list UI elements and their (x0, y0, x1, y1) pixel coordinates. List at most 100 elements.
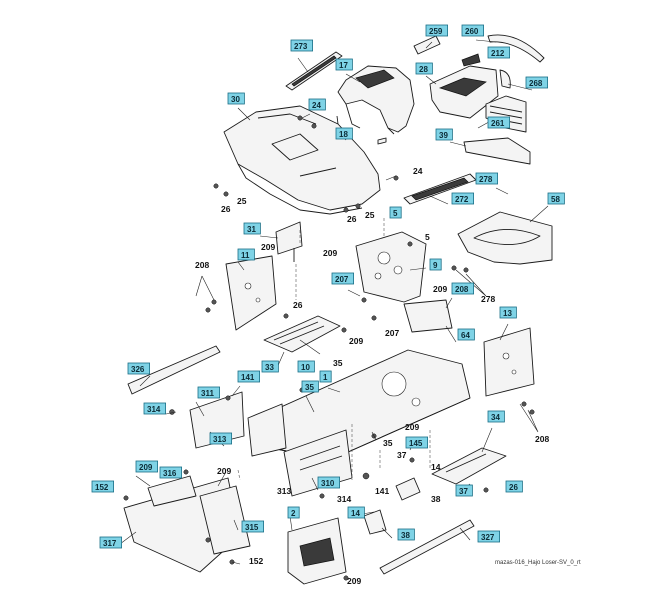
callout-c315: 315 (241, 520, 265, 533)
callout-number: 278 (481, 294, 495, 304)
callout-box (487, 116, 511, 129)
callout-c26b: 26 (347, 214, 357, 224)
callout-box (287, 506, 300, 519)
callout-c10: 10 (297, 360, 315, 373)
callout-number: 272 (455, 195, 469, 204)
callout-number: 38 (401, 531, 410, 540)
callout-c311: 311 (197, 386, 221, 399)
callout-c208b: 208 (451, 282, 475, 295)
callout-number: 30 (231, 95, 240, 104)
callout-number: 26 (509, 483, 518, 492)
part-rear-bracket (463, 137, 531, 165)
drawing-reference-label: mazas-016_Hajo Loser-SV_0_rt (495, 560, 581, 566)
callout-c278b: 278 (481, 294, 495, 304)
callout-number: 259 (429, 27, 443, 36)
callout-number: 313 (277, 486, 291, 496)
callout-c314a: 314 (143, 402, 167, 415)
callout-c317: 317 (99, 536, 123, 549)
callout-box (435, 128, 453, 141)
callout-number: 31 (247, 225, 256, 234)
callout-box (290, 39, 314, 52)
callout-c209b: 209 (323, 248, 337, 258)
callout-c35c: 35 (383, 438, 393, 448)
callout-number: 38 (431, 494, 441, 504)
callout-number: 260 (465, 27, 479, 36)
callout-number: 209 (217, 466, 231, 476)
callout-number: 33 (265, 363, 274, 372)
callout-box (197, 386, 221, 399)
callout-number: 64 (461, 331, 470, 340)
callout-c141a: 141 (237, 370, 261, 383)
callout-number: 37 (397, 450, 407, 460)
callout-number: 35 (305, 383, 314, 392)
callout-number: 207 (385, 328, 399, 338)
callout-box (243, 222, 261, 235)
callout-box (477, 530, 501, 543)
callout-box (525, 76, 549, 89)
callout-c261: 261 (487, 116, 511, 129)
callout-number: 5 (425, 232, 430, 242)
callout-number: 310 (321, 479, 335, 488)
part-dash-panel (355, 231, 427, 303)
callout-c38b: 38 (397, 528, 415, 541)
callout-box (317, 476, 341, 489)
callout-box (499, 306, 517, 319)
callout-c145: 145 (405, 436, 429, 449)
callout-c33: 33 (261, 360, 279, 373)
callout-number: 208 (195, 260, 209, 270)
callout-c14b: 14 (347, 506, 365, 519)
callout-c28: 28 (415, 62, 433, 75)
callout-c26c: 26 (293, 300, 303, 310)
callout-number: 25 (237, 196, 247, 206)
callout-number: 5 (393, 209, 398, 218)
callout-box (135, 460, 159, 473)
callout-box (487, 410, 505, 423)
callout-number: 209 (405, 422, 419, 432)
callout-number: 58 (551, 195, 560, 204)
callout-number: 35 (333, 358, 343, 368)
callout-box (415, 62, 433, 75)
callout-c5a: 5 (389, 206, 402, 219)
callout-c313b: 313 (277, 486, 291, 496)
callout-c25a: 25 (237, 196, 247, 206)
parts-artwork (119, 34, 553, 585)
callout-number: 145 (409, 439, 423, 448)
callout-number: 209 (323, 248, 337, 258)
callout-c64: 64 (457, 328, 475, 341)
callout-c24b: 24 (413, 166, 423, 176)
callout-number: 26 (293, 300, 303, 310)
callout-c30: 30 (227, 92, 245, 105)
callout-box (241, 520, 265, 533)
callout-number: 2 (291, 509, 296, 518)
callout-number: 14 (351, 509, 360, 518)
part-lens-left (413, 35, 441, 55)
callout-box (455, 484, 473, 497)
callout-number: 37 (459, 487, 468, 496)
callout-box (301, 380, 319, 393)
callout-number: 209 (139, 463, 153, 472)
callout-number: 209 (349, 336, 363, 346)
callout-number: 208 (535, 434, 549, 444)
callout-number: 24 (413, 166, 423, 176)
leader-lines (119, 39, 549, 565)
callout-box (335, 127, 353, 140)
callout-number: 1 (323, 373, 328, 382)
callout-number: 313 (213, 435, 227, 444)
callout-box (297, 360, 315, 373)
callout-number: 278 (479, 175, 493, 184)
callout-number: 18 (339, 130, 348, 139)
callout-box (237, 248, 255, 261)
callout-box (405, 436, 429, 449)
callout-c327: 327 (477, 530, 501, 543)
callout-number: 14 (431, 462, 441, 472)
callout-c212: 212 (487, 46, 511, 59)
callout-c39: 39 (435, 128, 453, 141)
callout-c259: 259 (425, 24, 449, 37)
callout-number: 311 (201, 389, 214, 398)
callout-number: 152 (249, 556, 263, 566)
callout-c208a: 208 (195, 260, 209, 270)
part-bumper-bar (487, 34, 545, 63)
callout-number: 315 (245, 523, 259, 532)
